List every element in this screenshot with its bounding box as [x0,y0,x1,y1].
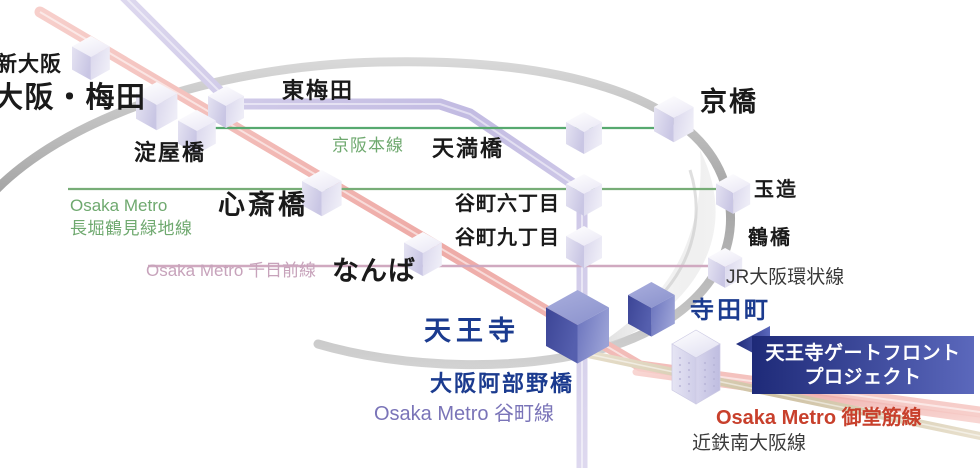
dark-cube-icon-tennoji [546,290,609,364]
station-label-tamatsukuri: 玉造 [754,179,798,201]
highlight-cubes [546,282,675,364]
cube-icon-osaka-umeda [136,82,178,131]
station-label-tsuruhashi: 鶴橋 [748,227,792,249]
station-label-teradacho: 寺田町 [690,297,771,324]
line-label-nagahori-top: Osaka Metro [70,196,168,215]
cube-icon-namba [404,232,442,277]
cube-icon-kyobashi [654,96,694,143]
cube-icon-shinsaibashi [302,170,342,217]
tower-building-icon [671,329,721,405]
line-label-keihan: 京阪本線 [332,136,404,155]
station-label-tenmabashi: 天満橋 [432,136,505,161]
station-label-tanimachi6: 谷町六丁目 [455,193,560,215]
line-label-tanimachi: Osaka Metro 谷町線 [374,403,555,425]
line-label-kintetsu: 近鉄南大阪線 [692,433,807,454]
cube-icon-tenmabashi [566,112,602,154]
callout-line-2: プロジェクト [804,366,922,388]
station-cubes [72,36,751,350]
station-label-shin-osaka: 新大阪 [0,53,62,76]
station-label-yodoyabashi: 淀屋橋 [134,140,207,165]
line-label-jr-loop: JR大阪環状線 [726,267,845,288]
line-label-sennichimae: Osaka Metro 千日前線 [146,261,317,280]
line-label-nagahori-bottom: 長堀鶴見緑地線 [70,219,193,238]
project-callout-text[interactable]: 天王寺ゲートフロント プロジェクト [752,342,974,390]
station-label-osaka-abenobashi: 大阪阿部野橋 [430,371,575,396]
callout-line-1: 天王寺ゲートフロント [765,343,961,364]
cube-icon-tanimachi6 [566,174,602,216]
station-label-higashi-umeda: 東梅田 [282,78,355,103]
station-label-namba: なんば [332,256,416,286]
cube-icon-tanimachi9 [566,226,602,268]
station-label-tennoji: 天王寺 [424,316,520,346]
station-label-tanimachi9: 谷町九丁目 [455,227,560,249]
project-callout-shape[interactable] [736,326,974,394]
line-label-midosuji: Osaka Metro 御堂筋線 [716,407,922,429]
station-label-kyobashi: 京橋 [700,87,758,117]
dark-cube-icon-teradacho [628,282,675,337]
station-label-osaka-umeda: 大阪・梅田 [0,82,147,114]
station-label-shinsaibashi: 心斎橋 [218,190,308,220]
cube-icon-shin-osaka [72,36,110,81]
